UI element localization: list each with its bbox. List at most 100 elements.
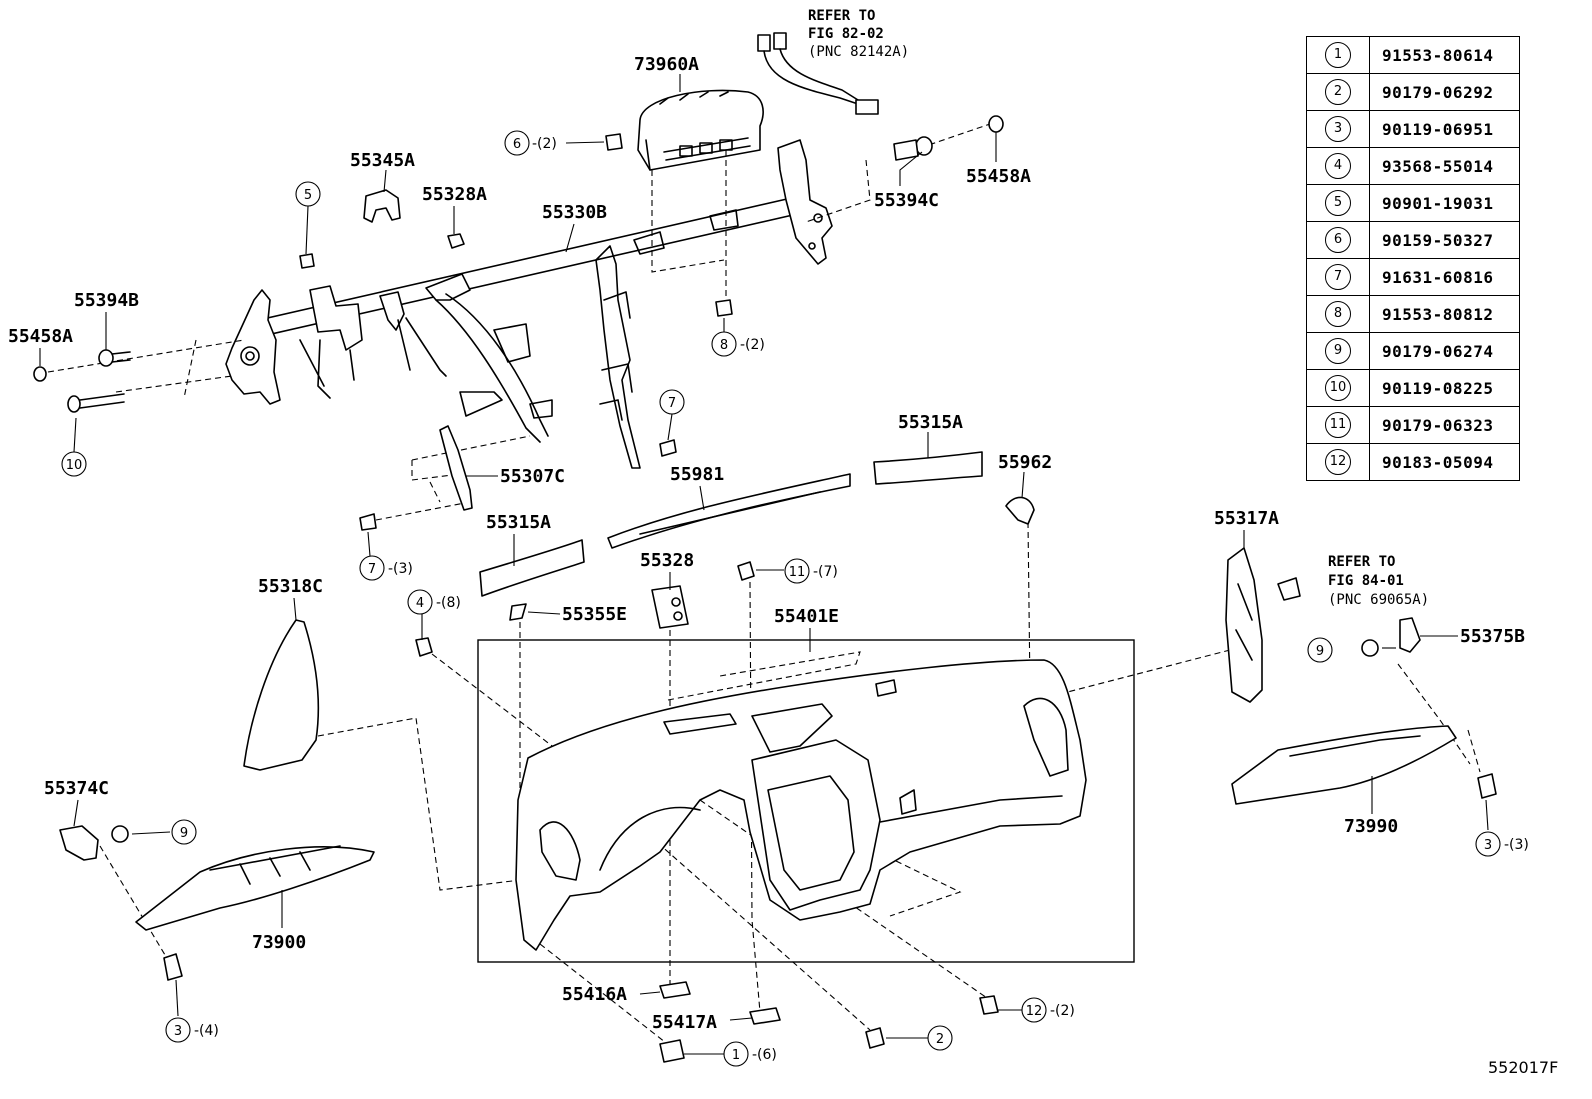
label-55417A: 55417A: [652, 1012, 717, 1033]
label-55375B: 55375B: [1460, 626, 1525, 647]
leader-lines: [39, 74, 1489, 1055]
side-panel-55317A: [1225, 547, 1263, 703]
label-73990: 73990: [1344, 816, 1398, 837]
label-55401E: 55401E: [774, 606, 839, 627]
legend-row: 2 90179-06292: [1306, 73, 1520, 111]
nut-9-left: [111, 825, 129, 843]
bolt-55394B: [98, 349, 131, 367]
svg-text:FIG 82-02: FIG 82-02: [808, 26, 884, 42]
label-55394B: 55394B: [74, 290, 139, 311]
lower-panel-73990: [1231, 725, 1457, 805]
refer-note-fig-84-01: REFER TO FIG 84-01 (PNC 69065A): [1328, 554, 1429, 608]
clip-55417A: [749, 1007, 781, 1025]
part-labels: 73960A 55345A 55328A 55330B 55394C 55458…: [8, 54, 1525, 1033]
label-73900: 73900: [252, 932, 306, 953]
bolt-10: [67, 393, 125, 413]
svg-text:6: 6: [513, 137, 521, 152]
screw-6: [605, 133, 623, 151]
clip-55962: [1005, 496, 1035, 525]
legend-index: 11: [1306, 406, 1370, 444]
lower-panel-73900: [135, 845, 375, 931]
legend-part-number: 90179-06274: [1369, 332, 1520, 370]
label-55317A: 55317A: [1214, 508, 1279, 529]
svg-text:3: 3: [1484, 838, 1492, 853]
svg-text:5: 5: [304, 188, 312, 203]
nut-2: [865, 1027, 885, 1049]
screw-8: [715, 299, 733, 317]
side-cover-55318C: [243, 619, 320, 771]
clip-55355E: [509, 603, 527, 621]
callout-8: 8 -(2): [711, 331, 765, 357]
legend-part-number: 90179-06323: [1369, 406, 1520, 444]
callout-4: 4 -(8): [407, 589, 461, 615]
svg-text:3: 3: [174, 1024, 182, 1039]
label-55962: 55962: [998, 452, 1052, 473]
label-55458A-right: 55458A: [966, 166, 1031, 187]
legend-row: 3 90119-06951: [1306, 110, 1520, 148]
svg-text:9: 9: [1316, 644, 1324, 659]
label-73960A: 73960A: [634, 54, 699, 75]
screw-4: [415, 637, 433, 657]
svg-text:-(7): -(7): [813, 564, 838, 580]
legend-index: 12: [1306, 443, 1370, 481]
label-55315A-left: 55315A: [486, 512, 551, 533]
label-55355E: 55355E: [562, 604, 627, 625]
legend-index-circle: 3: [1325, 116, 1351, 142]
svg-text:-(2): -(2): [532, 136, 557, 152]
label-55307C: 55307C: [500, 466, 565, 487]
callout-9-left: 9: [171, 819, 197, 845]
svg-text:-(2): -(2): [740, 337, 765, 353]
legend-index-circle: 7: [1325, 264, 1351, 290]
label-55394C: 55394C: [874, 190, 939, 211]
legend-index: 7: [1306, 258, 1370, 296]
callout-10: 10: [61, 451, 87, 477]
legend-part-number: 90119-06951: [1369, 110, 1520, 148]
clip-11: [737, 561, 755, 581]
instrument-panel-frame: [477, 639, 1135, 963]
legend-part-number: 90159-50327: [1369, 221, 1520, 259]
wire-harness-connector: [757, 32, 879, 115]
label-55328A: 55328A: [422, 184, 487, 205]
legend-index-circle: 11: [1325, 412, 1351, 438]
defroster-nozzle-55981: [607, 473, 851, 549]
callout-11: 11 -(7): [784, 558, 838, 584]
legend-index: 5: [1306, 184, 1370, 222]
legend-index: 9: [1306, 332, 1370, 370]
screw-3-left: [163, 953, 183, 981]
callout-3-left: 3 -(4): [165, 1017, 219, 1043]
svg-text:-(3): -(3): [1504, 837, 1529, 853]
label-55328: 55328: [640, 550, 694, 571]
label-55416A: 55416A: [562, 984, 627, 1005]
screw-1: [659, 1039, 685, 1063]
refer-note-fig-82-02: REFER TO FIG 82-02 (PNC 82142A): [808, 8, 909, 60]
svg-text:10: 10: [66, 458, 83, 473]
bracket-55374C: [59, 825, 99, 861]
callout-7-lower: 7 -(3): [359, 555, 413, 581]
callout-3-right: 3 -(3): [1475, 831, 1529, 857]
callout-5: 5: [295, 181, 321, 207]
svg-text:-(6): -(6): [752, 1047, 777, 1063]
svg-text:4: 4: [416, 596, 424, 611]
callout-9-right: 9: [1307, 637, 1333, 663]
bracket-55328: [651, 585, 689, 629]
pad-55315A-left: [479, 539, 585, 597]
legend-part-number: 90179-06292: [1369, 73, 1520, 111]
clip-55328A: [447, 233, 465, 249]
legend-index-circle: 2: [1325, 79, 1351, 105]
callout-12: 12 -(2): [1021, 997, 1075, 1023]
legend-index-circle: 5: [1325, 190, 1351, 216]
bracket-55307C: [439, 425, 473, 511]
label-55315A-right: 55315A: [898, 412, 963, 433]
svg-text:FIG 84-01: FIG 84-01: [1328, 573, 1404, 589]
stud-55394C: [893, 136, 933, 161]
svg-text:-(3): -(3): [388, 561, 413, 577]
label-55330B: 55330B: [542, 202, 607, 223]
svg-text:2: 2: [936, 1032, 944, 1047]
